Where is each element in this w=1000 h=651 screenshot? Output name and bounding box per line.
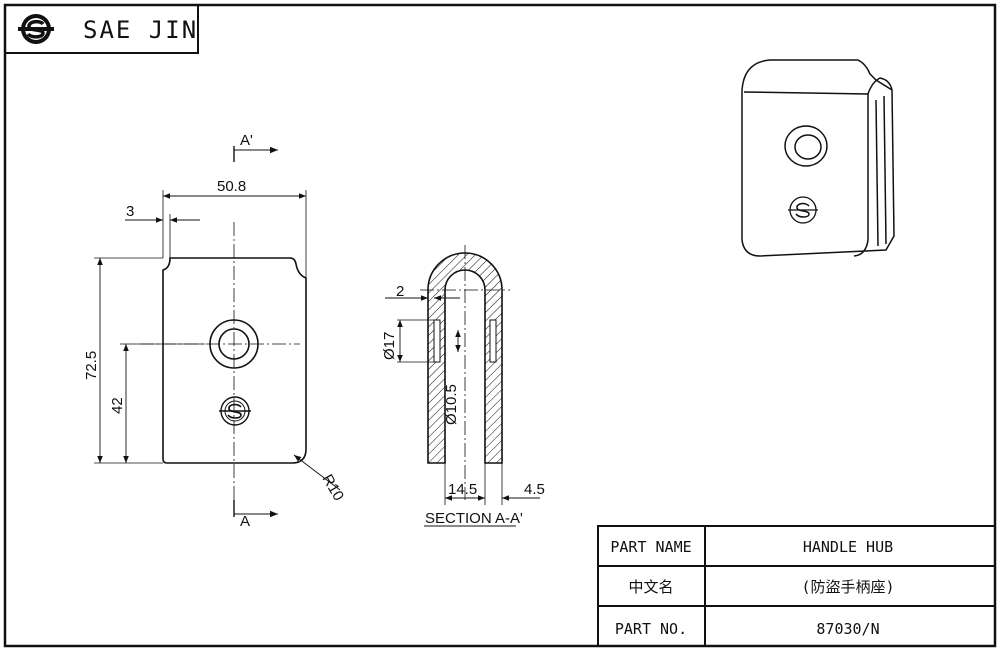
dim-inner-width: 14.5: [448, 481, 477, 498]
title-value-chinese-name: (防盜手柄座): [801, 578, 894, 596]
dim-side: 4.5: [524, 481, 545, 498]
dim-outer-diameter: Ø17: [381, 332, 398, 360]
sheet-border: [3, 3, 997, 648]
front-view-outline: [162, 257, 307, 464]
title-value-part-no: 87030/N: [816, 620, 879, 638]
dim-inner-diameter: Ø10.5: [443, 384, 460, 425]
sae-jin-logo-icon: [18, 14, 54, 44]
section-view: [385, 245, 540, 527]
hub-hole-inner: [218, 328, 250, 360]
section-mark-top: A': [240, 132, 253, 149]
iso-hole-inner: [794, 134, 822, 160]
title-block: [597, 525, 995, 646]
title-label-chinese-name: 中文名: [628, 578, 673, 596]
front-view: [94, 146, 341, 518]
iso-logo-icon: [788, 196, 818, 224]
section-hatch-body: [427, 252, 503, 464]
dim-radius: R10: [319, 472, 347, 504]
hub-hole-outer: [209, 319, 259, 369]
dim-hole-position: 42: [109, 397, 126, 414]
section-caption: SECTION A-A': [425, 510, 523, 527]
title-value-part-name: HANDLE HUB: [803, 538, 893, 556]
title-label-part-name: PART NAME: [610, 538, 691, 556]
header-box: SAE JIN: [5, 5, 199, 54]
company-name: SAE JIN: [83, 16, 198, 44]
iso-hole-outer: [784, 125, 828, 167]
dim-width: 50.8: [217, 178, 246, 195]
dim-wall: 2: [396, 283, 404, 300]
embossed-logo-icon: [219, 396, 251, 426]
dim-edge: 3: [126, 203, 134, 220]
dim-height: 72.5: [83, 351, 100, 380]
isometric-view: [741, 59, 895, 257]
title-label-part-no: PART NO.: [615, 620, 687, 638]
section-mark-bottom: A: [240, 513, 250, 530]
